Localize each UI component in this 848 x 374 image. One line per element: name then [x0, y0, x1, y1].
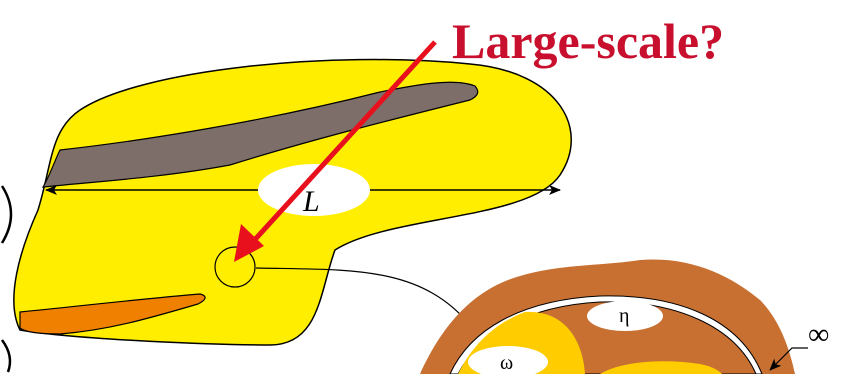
infinity-label: ∞ [808, 318, 829, 351]
zoom-view [420, 259, 795, 374]
length-label: L [302, 185, 320, 218]
left-bracket-top [2, 186, 11, 243]
eta-label: η [619, 305, 629, 327]
omega-label: ω [500, 352, 513, 374]
diagram-title: Large-scale? [452, 13, 724, 69]
left-bracket-bottom [2, 340, 10, 372]
